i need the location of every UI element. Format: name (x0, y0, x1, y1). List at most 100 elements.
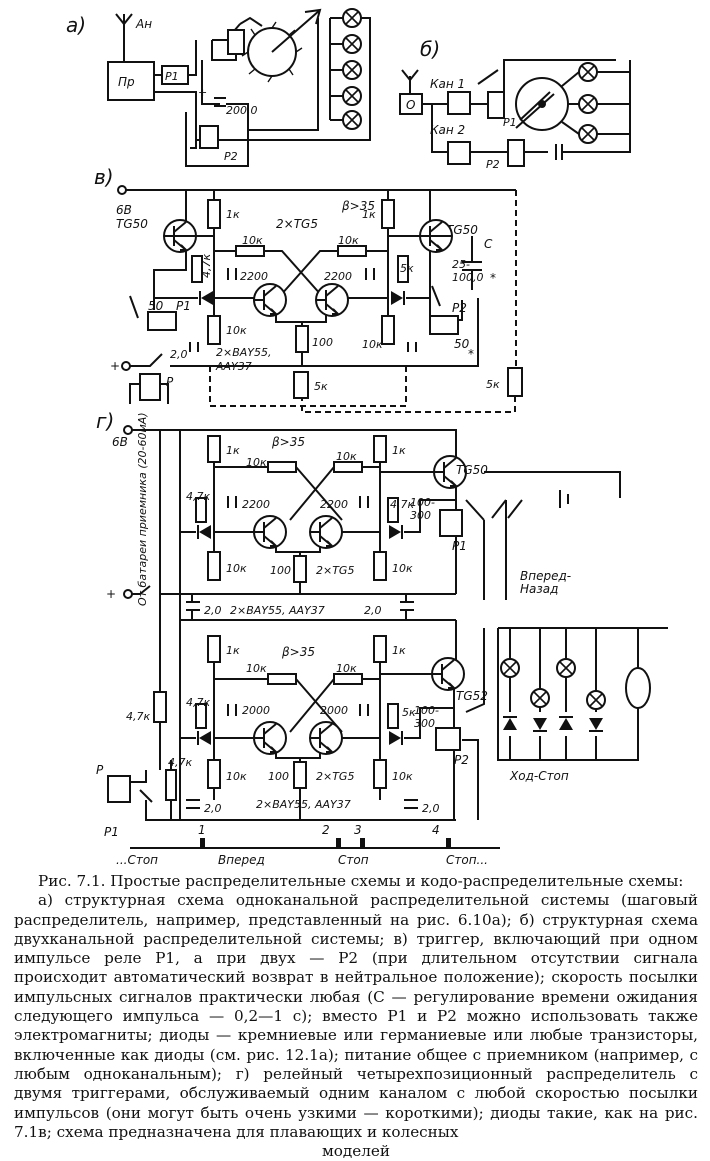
r10k-r2-label: 10к (336, 662, 357, 675)
r1k-r2-label: 1к (392, 644, 406, 657)
relay1-g-value: 100-300 (410, 496, 435, 522)
r1k-left-v (207, 199, 221, 229)
r10k-bl-v-label: 10к (226, 324, 247, 337)
receiver-b-label: О (406, 98, 415, 112)
r10k-br-v-label: 10к (362, 338, 383, 351)
plus-g: + (106, 587, 116, 601)
state-stop-2: Стоп (338, 853, 369, 867)
channel2-label: Кан 2 (430, 123, 465, 137)
r10k-left-v-label: 10к (242, 234, 263, 247)
r10k-br-v (381, 315, 395, 345)
cap-r2: 2,0 (422, 802, 440, 815)
relay-p2-g-label: Р2 (454, 753, 469, 767)
state-forward: Вперед (218, 853, 265, 867)
antenna-label: Ан (135, 17, 152, 31)
pair1-label: 2×TG5 (316, 564, 354, 577)
r1k-l1-label: 1к (226, 444, 240, 457)
r10k-l1-label: 10к (246, 456, 267, 469)
forward-back-label: Вперед-Назад (520, 569, 571, 596)
battery-note: От батареи приемника (20-60мА) (136, 412, 149, 606)
panel-v-letter: в) (94, 165, 114, 189)
relay-p-g-label: Р (96, 763, 104, 777)
beta-label-v: β>35 (341, 199, 375, 213)
relay-p1-g-bottom: Р1 (104, 825, 119, 839)
c2200-r1: 2200 (320, 498, 348, 511)
transistor-left-v: TG50 (116, 217, 148, 231)
motor-icon (625, 667, 651, 709)
r5k-v-label: 5к (400, 262, 414, 275)
pulse-2 (336, 838, 341, 848)
r10k-bl2 (207, 759, 221, 789)
r10k-right-v (337, 245, 367, 257)
r100-v (295, 325, 309, 353)
r10k-left-v (235, 245, 265, 257)
lamps-g (500, 658, 606, 710)
r10k-br2-label: 10к (392, 770, 413, 783)
r47k-l1-label: 4,7к (186, 490, 210, 503)
figure-caption: Рис. 7.1. Простые распределительные схем… (14, 872, 698, 1161)
panel-g: г) 6В От батареи приемника (20-60мА) β>3… (96, 409, 668, 867)
r10k-right-v-label: 10к (338, 234, 359, 247)
r10k-r1 (333, 461, 363, 473)
r10k-br2 (373, 759, 387, 789)
cap-r1: 2,0 (364, 604, 382, 617)
r100-1 (293, 555, 307, 583)
tr2-label: TG52 (456, 689, 488, 703)
r1k-left-v-label: 1к (226, 208, 240, 221)
caption-title: Рис. 7.1. Простые распределительные схем… (38, 872, 684, 890)
relay-p1-v (147, 311, 177, 331)
channel1-label: Кан 1 (430, 77, 465, 91)
relay-p2-label-a: Р2 (224, 150, 238, 163)
circuit-figure: а) Ан Пр Р1 + 200,0 Р2 б) (66, 8, 668, 867)
receiver-label: Пр (118, 75, 135, 89)
asterisk-v: * (468, 347, 474, 361)
r10k-bl1 (207, 551, 221, 581)
panel-g-letter: г) (96, 409, 114, 433)
r47k-side-label: 4,7к (126, 710, 150, 723)
voltage-label-g: 6В (112, 435, 128, 449)
r47k-l2 (195, 703, 207, 729)
pulse-num-3: 3 (354, 823, 362, 837)
r100-2-label: 100 (268, 770, 289, 783)
beta2-label: β>35 (281, 645, 315, 659)
cap-value-a: 200,0 (226, 104, 258, 117)
r10k-l1 (267, 461, 297, 473)
relay2-g-value: 100-300 (414, 704, 439, 730)
r1k-l2 (207, 635, 221, 663)
relay-p-v (139, 373, 161, 401)
run-stop-label: Ход-Стоп (509, 769, 569, 783)
r10k-r2 (333, 673, 363, 685)
plus-v: + (110, 359, 120, 373)
r1k-right-v-label: 1к (362, 208, 376, 221)
r47k-v-label: 4,7к (200, 254, 213, 278)
r1k-r1 (373, 435, 387, 463)
r100-v-label: 100 (312, 336, 333, 349)
cap-l2: 2,0 (204, 802, 222, 815)
r5k-ext-v-label: 5к (486, 378, 500, 391)
relay-p1-label: Р1 (165, 70, 179, 83)
relay-p1-g-label: Р1 (452, 539, 467, 553)
r10k-bl2-label: 10к (226, 770, 247, 783)
relay-p1-label-b: Р1 (503, 116, 517, 129)
relay-p-v-label: Р (166, 375, 174, 389)
r47k-side2-label: 4,7к (168, 756, 192, 769)
pair-label-v: 2×TG5 (276, 217, 318, 231)
r5k-mid-v-label: 5к (314, 380, 328, 393)
r5k-r2-label: 5к (402, 706, 416, 719)
r1k-r1-label: 1к (392, 444, 406, 457)
caption-body: а) структурная схема одноканальной распр… (14, 891, 698, 1141)
cap-c-label: C (484, 237, 493, 251)
cap20-v: 2,0 (170, 348, 188, 361)
r47k-v (191, 255, 203, 283)
r10k-br1-label: 10к (392, 562, 413, 575)
r5k-r2 (387, 703, 399, 729)
panel-b: б) О Кан 1 Кан 2 Р1 Р2 (399, 37, 631, 171)
asterisk-c: * (490, 271, 496, 285)
diodes-v: 2×BAY55, (216, 346, 272, 359)
pulse-num-1: 1 (198, 823, 206, 837)
r10k-bl-v (207, 315, 221, 345)
relay-p-g (107, 775, 131, 803)
cap-l1: 2,0 (204, 604, 222, 617)
relay-p1-v-label: Р1 (176, 299, 191, 313)
r47k-l1 (195, 497, 207, 523)
